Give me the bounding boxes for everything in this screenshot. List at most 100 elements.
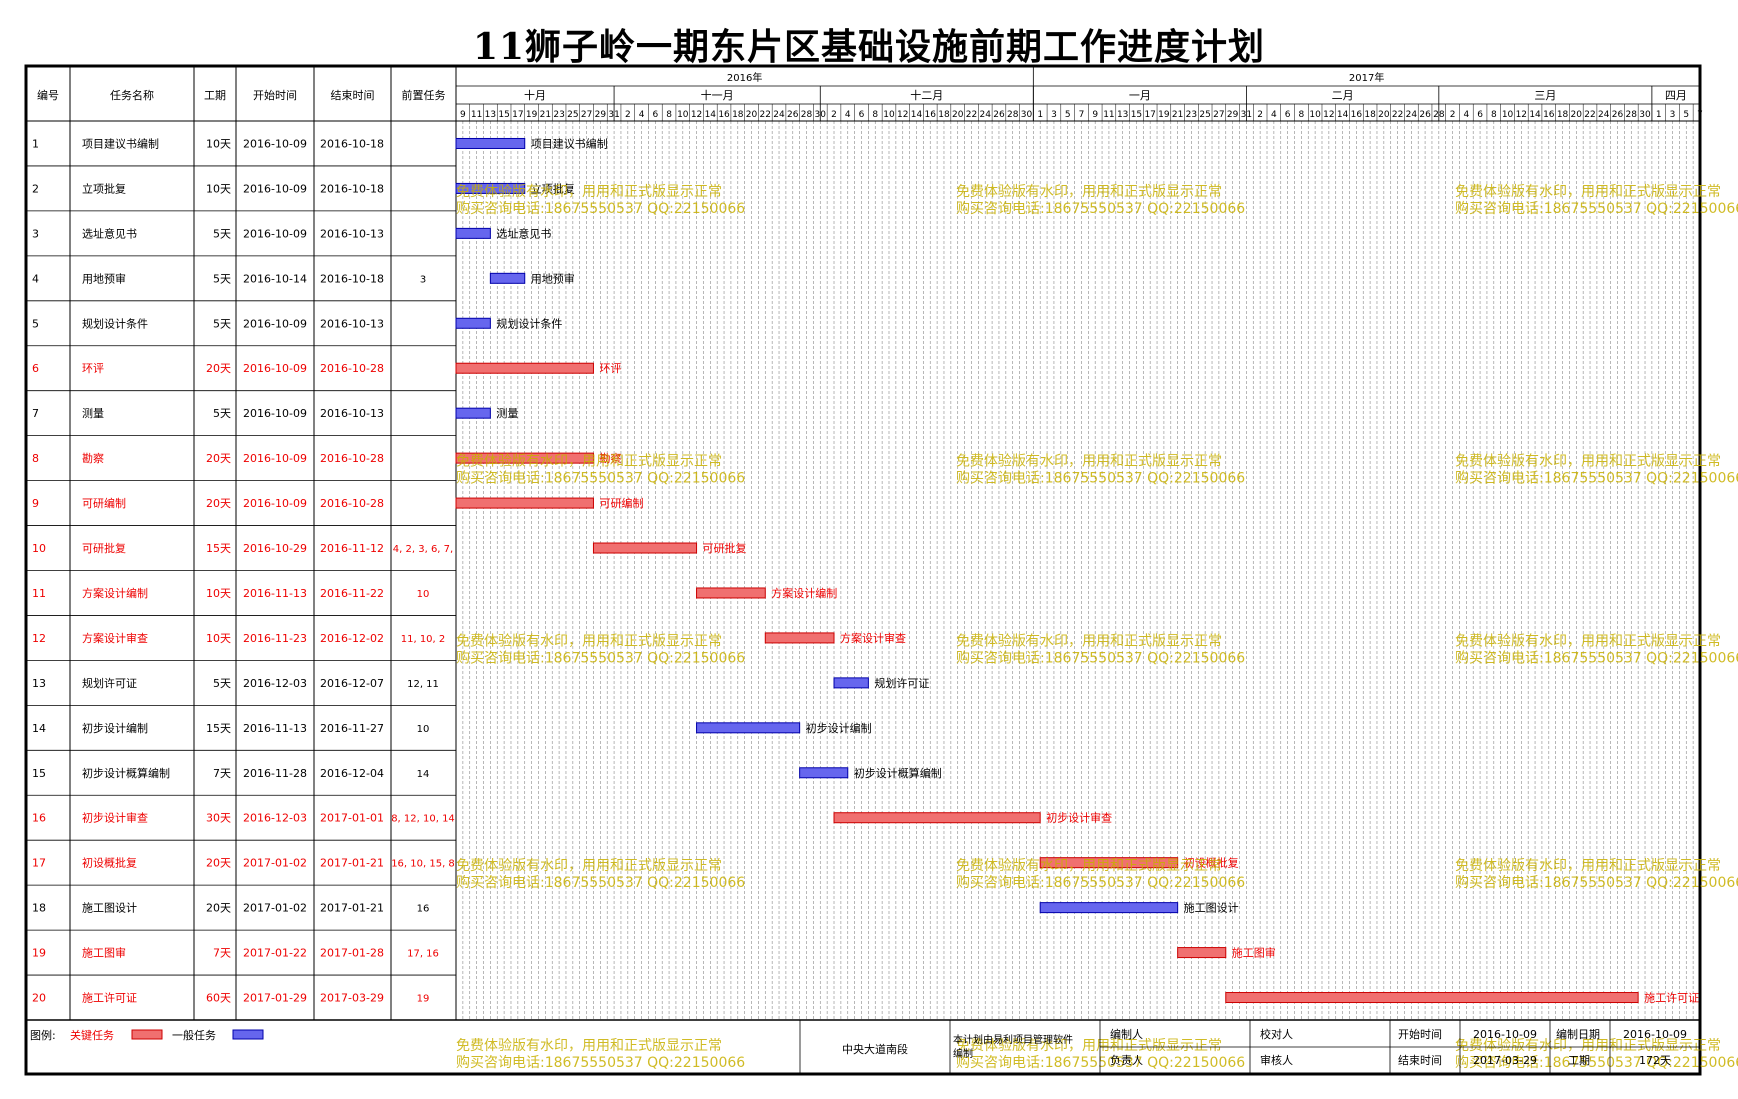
watermark-text: 免费体验版有水印，用用和正式版显示正常: [1455, 858, 1721, 874]
day-tick-label: 21: [1172, 110, 1183, 120]
task-predecessors: 16, 10, 15, 8: [391, 859, 455, 870]
day-tick-label: 28: [801, 110, 813, 120]
day-tick-label: 11: [471, 110, 482, 120]
footer-label: 编制人: [1110, 1027, 1143, 1041]
task-duration: 20天: [206, 497, 231, 510]
day-tick-label: 2: [1450, 110, 1456, 120]
task-id: 3: [32, 227, 39, 240]
day-tick-label: 16: [1351, 110, 1363, 120]
footer-label: 工期: [1568, 1054, 1590, 1067]
day-tick-label: 9: [460, 110, 466, 120]
task-bar: [696, 587, 766, 599]
watermark-text: 免费体验版有水印，用用和正式版显示正常: [456, 633, 722, 649]
day-tick-label: 26: [1419, 110, 1431, 120]
day-tick-label: 30: [1021, 110, 1033, 120]
day-tick-label: 10: [883, 110, 895, 120]
legend-label: 图例:: [30, 1028, 56, 1042]
day-tick-label: 25: [1199, 110, 1210, 120]
bar-label: 立项批复: [531, 181, 575, 195]
day-tick-label: 20: [746, 110, 758, 120]
task-predecessors: 11, 10, 2: [401, 634, 446, 645]
watermark-text: 购买咨询电话:18675550537 QQ:22150066: [1455, 201, 1738, 217]
task-bar: [592, 542, 698, 554]
bar-label: 用地预审: [531, 271, 575, 285]
task-end: 2016-10-13: [320, 317, 384, 330]
task-end: 2017-03-29: [320, 992, 384, 1005]
bar-label: 初步设计编制: [806, 721, 872, 735]
task-name: 用地预审: [82, 271, 126, 285]
column-header: 前置任务: [402, 88, 446, 102]
task-predecessors: 17, 16: [407, 949, 439, 960]
day-tick-label: 2: [1257, 110, 1263, 120]
bar-label: 可研批复: [703, 541, 747, 555]
day-tick-label: 8: [1491, 110, 1497, 120]
day-tick-label: 22: [760, 110, 771, 120]
task-start: 2016-10-09: [243, 182, 307, 195]
task-bar: [455, 227, 491, 239]
task-id: 10: [32, 542, 46, 555]
task-start: 2016-12-03: [243, 812, 307, 825]
day-tick-label: 28: [1433, 110, 1445, 120]
task-start: 2016-10-14: [243, 272, 307, 285]
task-start: 2016-11-23: [243, 632, 307, 645]
watermark-text: 购买咨询电话:18675550537 QQ:22150066: [956, 875, 1245, 891]
day-tick-label: 5: [1065, 110, 1071, 120]
watermark-text: 免费体验版有水印，用用和正式版显示正常: [456, 184, 722, 200]
task-name: 规划设计条件: [82, 316, 148, 330]
task-predecessors: 14: [417, 769, 430, 780]
day-tick-label: 4: [639, 110, 645, 120]
task-name: 方案设计编制: [82, 586, 148, 600]
day-tick-label: 6: [1477, 110, 1483, 120]
day-tick-label: 28: [1007, 110, 1019, 120]
footer-label: 校对人: [1260, 1027, 1293, 1041]
task-name: 施工许可证: [82, 992, 137, 1005]
task-predecessors: 10: [417, 589, 430, 600]
task-start: 2016-10-09: [243, 227, 307, 240]
task-name: 初步设计编制: [82, 721, 148, 735]
day-tick-label: 28: [1626, 110, 1638, 120]
day-tick-label: 31: [1241, 110, 1252, 120]
bar-label: 项目建议书编制: [531, 136, 608, 150]
task-name: 施工图设计: [82, 902, 137, 915]
day-tick-label: 24: [1406, 110, 1418, 120]
task-end: 2016-10-18: [320, 182, 384, 195]
task-id: 14: [32, 722, 46, 735]
task-end: 2016-10-28: [320, 452, 384, 465]
day-tick-label: 24: [773, 110, 785, 120]
task-name: 初步设计审查: [82, 811, 148, 825]
task-id: 20: [32, 992, 46, 1005]
task-bar: [455, 317, 491, 329]
task-end: 2017-01-21: [320, 902, 384, 915]
day-tick-label: 2: [625, 110, 631, 120]
task-bar: [1225, 992, 1639, 1004]
footer-date-value: 2016-10-09: [1623, 1028, 1687, 1041]
task-predecessors: 19: [417, 994, 430, 1005]
footer-label: 负责人: [1110, 1053, 1143, 1067]
day-tick-label: 30: [1639, 110, 1651, 120]
day-tick-label: 18: [732, 110, 744, 120]
bar-label: 规划设计条件: [496, 316, 562, 330]
task-id: 5: [32, 317, 39, 330]
task-end: 2016-12-04: [320, 767, 384, 780]
day-tick-label: 5: [1683, 110, 1689, 120]
task-start: 2017-01-29: [243, 992, 307, 1005]
year-label: 2016年: [727, 71, 762, 84]
task-bar: [455, 407, 491, 419]
watermark-text: 免费体验版有水印，用用和正式版显示正常: [456, 858, 722, 874]
task-duration: 10天: [206, 182, 231, 195]
task-end: 2016-10-13: [320, 407, 384, 420]
day-tick-label: 31: [608, 110, 619, 120]
task-end: 2016-12-02: [320, 632, 384, 645]
bar-label: 勘察: [599, 451, 621, 465]
task-name: 选址意见书: [82, 226, 137, 240]
day-tick-label: 1: [1037, 110, 1043, 120]
task-bar: [455, 452, 594, 464]
day-tick-label: 22: [1584, 110, 1595, 120]
task-end: 2017-01-01: [320, 812, 384, 825]
day-tick-label: 8: [872, 110, 878, 120]
day-tick-label: 3: [1670, 110, 1676, 120]
column-header: 工期: [204, 89, 226, 102]
task-bar: [489, 272, 526, 284]
task-duration: 5天: [213, 227, 231, 240]
